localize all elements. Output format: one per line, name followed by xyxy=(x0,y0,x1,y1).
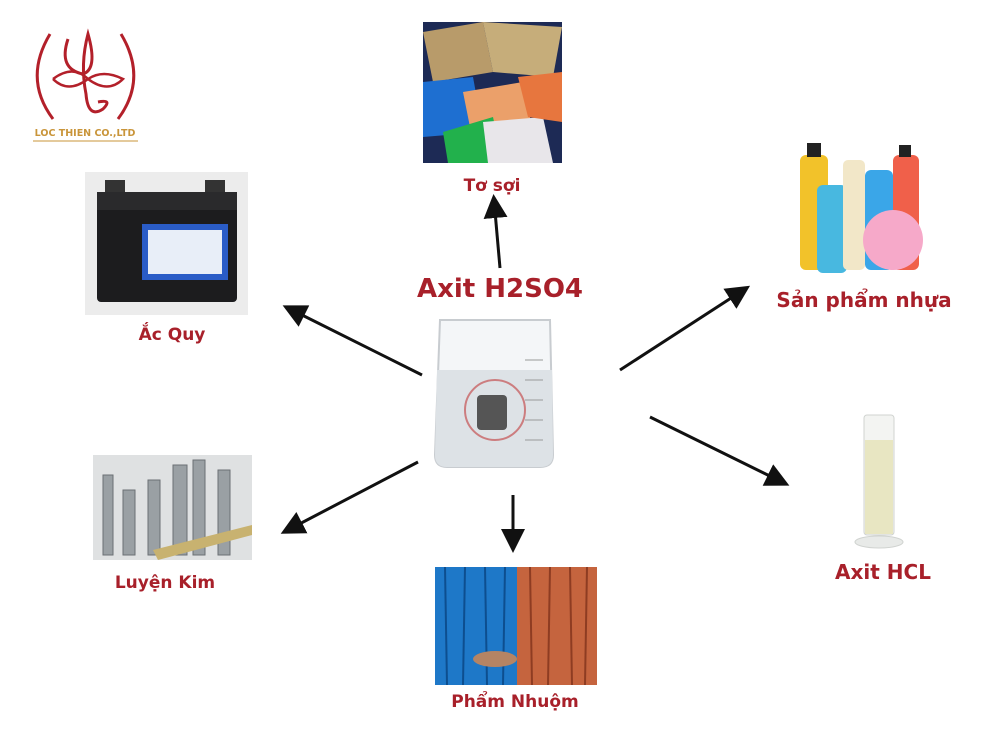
beaker-image xyxy=(425,315,560,472)
label-luyen-kim: Luyện Kim xyxy=(114,573,216,593)
label-ac-quy: Ắc Quy xyxy=(138,325,206,345)
arrow-to-to-soi xyxy=(483,194,508,269)
arrow-to-ac-quy xyxy=(282,305,423,377)
label-axit-hcl: Axit HCL xyxy=(835,560,931,584)
arrow-to-hcl xyxy=(649,415,790,486)
company-logo: LOC THIEN CO.,LTD xyxy=(28,24,143,146)
arrow-to-nhua xyxy=(619,285,751,372)
plastic-products-image xyxy=(795,140,930,275)
fabric-image xyxy=(423,22,562,163)
dyed-yarn-image xyxy=(435,567,597,685)
label-to-soi: Tơ sợi xyxy=(463,176,521,196)
hcl-cylinder-image xyxy=(848,410,912,550)
arrow-to-luyen-kim xyxy=(280,460,419,534)
logo-text: LOC THIEN CO.,LTD xyxy=(35,128,136,139)
label-pham-nhuom: Phẩm Nhuộm xyxy=(451,692,579,712)
center-title: Axit H2SO4 xyxy=(416,274,584,304)
metal-rods-image xyxy=(93,455,252,560)
battery-image xyxy=(85,172,248,315)
label-san-pham-nhua: Sản phẩm nhựa xyxy=(776,288,952,312)
